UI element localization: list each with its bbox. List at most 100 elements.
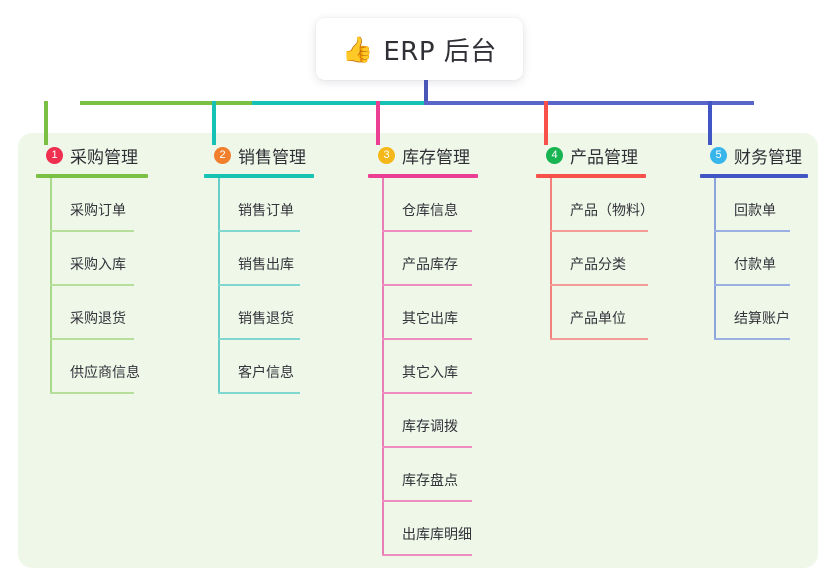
root-node[interactable]: 👍 ERP 后台 (316, 18, 523, 80)
branch-item-underline (382, 284, 472, 286)
branch-item-label: 销售退货 (238, 311, 294, 327)
branch-item[interactable]: 其它出库 (368, 286, 478, 340)
trunk-segment-teal (252, 101, 424, 105)
branch-number-badge: 3 (378, 146, 395, 164)
diagram-background-panel (18, 133, 818, 568)
branch-item-label: 供应商信息 (70, 365, 140, 381)
branch-item[interactable]: 采购订单 (36, 178, 148, 232)
branch-item[interactable]: 回款单 (700, 178, 808, 232)
branch-item-underline (550, 230, 648, 232)
branch-item[interactable]: 产品单位 (536, 286, 648, 340)
branch-header-2[interactable]: 2 销售管理 (204, 143, 314, 168)
root-node-label: ERP 后台 (383, 36, 497, 67)
branch-item-underline (50, 230, 134, 232)
branch-drop-connector-5 (708, 101, 712, 145)
branch-header-underline (204, 174, 314, 178)
branch-item-underline (382, 230, 472, 232)
branch-item[interactable]: 库存盘点 (368, 448, 478, 502)
branch-item-underline (218, 230, 300, 232)
branch-drop-connector-3 (376, 101, 380, 145)
branch-item[interactable]: 供应商信息 (36, 340, 148, 394)
branch-item-label: 采购订单 (70, 203, 126, 219)
branch-item-underline (50, 392, 134, 394)
branch-item-label: 库存调拨 (402, 419, 458, 435)
branch-item-underline (382, 338, 472, 340)
branch-item-underline (550, 284, 648, 286)
branch-title: 库存管理 (402, 147, 470, 168)
branch-item[interactable]: 采购退货 (36, 286, 148, 340)
branch-title: 财务管理 (734, 147, 802, 168)
branch-column-2: 2 销售管理销售订单销售出库销售退货客户信息 (204, 143, 314, 394)
branch-item-underline (714, 284, 790, 286)
branch-item-label: 其它入库 (402, 365, 458, 381)
branch-item[interactable]: 付款单 (700, 232, 808, 286)
branch-title: 销售管理 (238, 147, 306, 168)
branch-item-label: 产品库存 (402, 257, 458, 273)
branch-item-label: 结算账户 (734, 311, 790, 327)
branch-spine (714, 178, 716, 340)
branch-item[interactable]: 其它入库 (368, 340, 478, 394)
branch-item-underline (550, 338, 648, 340)
trunk-segment-blue (424, 101, 754, 105)
branch-drop-connector-1 (44, 101, 48, 145)
branch-item-underline (382, 554, 472, 556)
branch-item[interactable]: 销售订单 (204, 178, 314, 232)
branch-item-underline (382, 500, 472, 502)
branch-item[interactable]: 采购入库 (36, 232, 148, 286)
thumbs-up-icon: 👍 (342, 34, 374, 64)
branch-item-label: 回款单 (734, 203, 776, 219)
branch-spine (218, 178, 220, 394)
branch-item[interactable]: 销售退货 (204, 286, 314, 340)
branch-item-label: 采购退货 (70, 311, 126, 327)
branch-item-label: 产品单位 (570, 311, 626, 327)
branch-item-list: 销售订单销售出库销售退货客户信息 (204, 178, 314, 394)
branch-column-4: 4 产品管理产品（物料） 产品分类产品单位 (536, 143, 654, 340)
branch-spine (382, 178, 384, 556)
branch-item-label: 其它出库 (402, 311, 458, 327)
branch-item-underline (382, 392, 472, 394)
branch-item-underline (50, 338, 134, 340)
branch-item-underline (50, 284, 134, 286)
branch-item-label: 库存盘点 (402, 473, 458, 489)
branch-title: 产品管理 (570, 147, 638, 168)
branch-item[interactable]: 结算账户 (700, 286, 808, 340)
branch-item-underline (218, 284, 300, 286)
branch-header-4[interactable]: 4 产品管理 (536, 143, 646, 168)
branch-item-label: 产品（物料） (570, 203, 654, 219)
branch-item-label: 销售订单 (238, 203, 294, 219)
branch-item[interactable]: 产品（物料） (536, 178, 654, 232)
branch-item-list: 仓库信息产品库存其它出库其它入库库存调拨库存盘点出库库明细 (368, 178, 478, 556)
trunk-segment-green (80, 101, 252, 105)
branch-header-underline (368, 174, 478, 178)
branch-header-underline (700, 174, 808, 178)
branch-drop-connector-2 (212, 101, 216, 145)
branch-item[interactable]: 库存调拨 (368, 394, 478, 448)
branch-item-label: 客户信息 (238, 365, 294, 381)
branch-item[interactable]: 产品库存 (368, 232, 478, 286)
branch-item[interactable]: 仓库信息 (368, 178, 478, 232)
branch-item-underline (714, 338, 790, 340)
branch-header-underline (36, 174, 148, 178)
branch-item-list: 采购订单采购入库采购退货供应商信息 (36, 178, 148, 394)
branch-item-label: 付款单 (734, 257, 776, 273)
branch-spine (550, 178, 552, 340)
root-stem-connector (424, 80, 428, 103)
branch-item[interactable]: 出库库明细 (368, 502, 478, 556)
branch-item-label: 仓库信息 (402, 203, 458, 219)
branch-item-label: 出库库明细 (402, 527, 472, 543)
branch-item-label: 采购入库 (70, 257, 126, 273)
branch-item[interactable]: 销售出库 (204, 232, 314, 286)
branch-item-label: 销售出库 (238, 257, 294, 273)
branch-number-badge: 1 (46, 146, 63, 164)
branch-number-badge: 4 (546, 146, 563, 164)
branch-item[interactable]: 产品分类 (536, 232, 648, 286)
branch-header-3[interactable]: 3 库存管理 (368, 143, 478, 168)
branch-number-badge: 2 (214, 146, 231, 164)
branch-item-underline (218, 392, 300, 394)
branch-item[interactable]: 客户信息 (204, 340, 314, 394)
